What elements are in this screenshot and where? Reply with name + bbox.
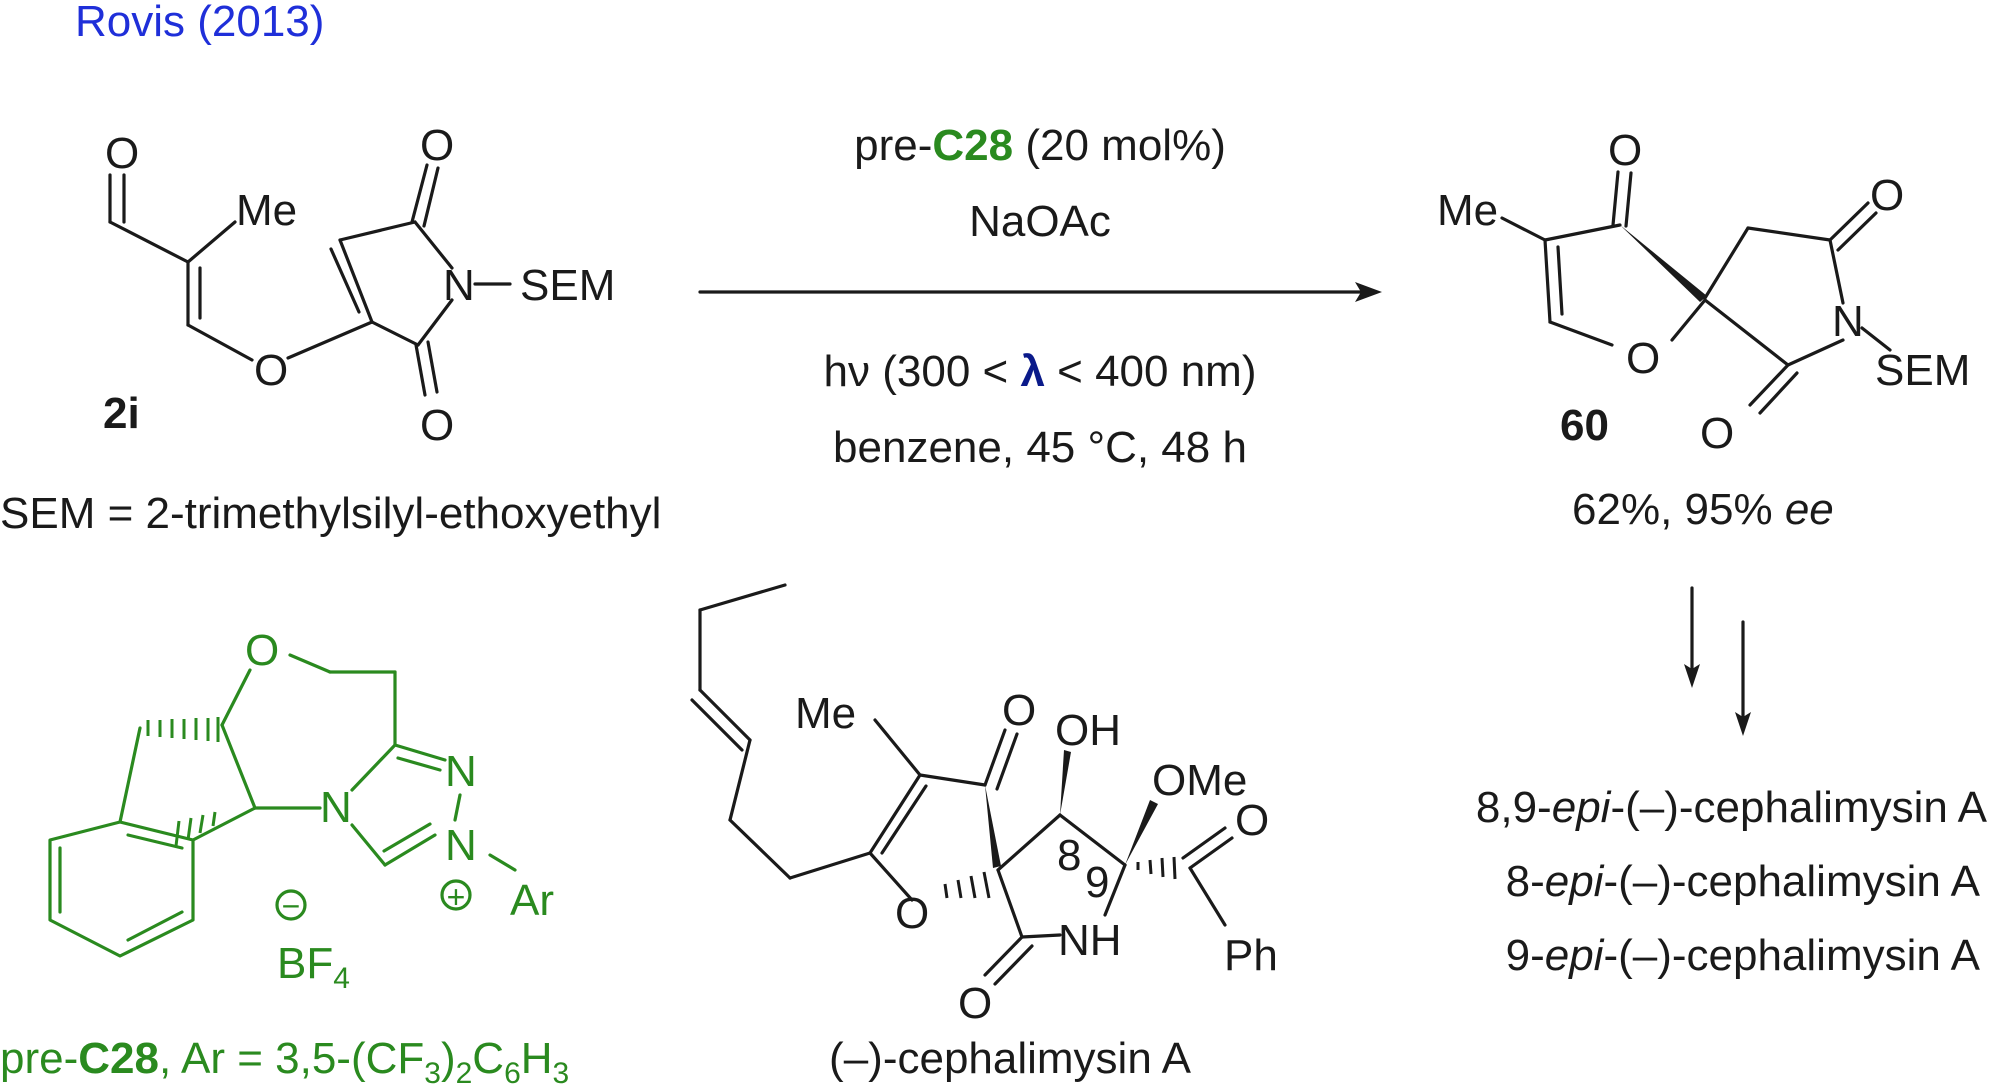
light-condition: hν (300 < λ < 400 nm): [824, 347, 1257, 396]
atom-o: O: [895, 889, 929, 938]
compound-label-2i: 2i: [103, 389, 140, 438]
sem-group: SEM: [1875, 346, 1970, 395]
catalyst-caption: pre-C28, Ar = 3,5-(CF3)2C6H3: [0, 1034, 569, 1089]
minus-sign: −: [282, 888, 301, 924]
hydroxyl-group: OH: [1055, 706, 1121, 755]
reagent-line: pre-C28 (20 mol%): [854, 121, 1226, 170]
atom-me: Me: [236, 186, 297, 235]
multi-step-arrows: [1684, 586, 1751, 736]
atom-me: Me: [1437, 186, 1498, 235]
substrate-2i-structure: [108, 163, 512, 397]
sem-definition: SEM = 2-trimethylsilyl-ethoxyethyl: [0, 489, 661, 538]
aryl-group: Ar: [510, 876, 554, 925]
atom-o: O: [420, 121, 454, 170]
natural-product-name: (–)-cephalimysin A: [829, 1034, 1192, 1083]
methoxy-group: OMe: [1152, 756, 1247, 805]
counterion-bf4: BF4: [277, 939, 350, 995]
catalyst-c28-structure: [48, 653, 517, 958]
yield-ee-text: 62%, 95% ee: [1572, 485, 1834, 534]
locant-9: 9: [1085, 858, 1109, 907]
target-8-epi: 8-epi-(–)-cephalimysin A: [1506, 857, 1981, 906]
atom-o: O: [1608, 126, 1642, 175]
atom-o: O: [1235, 796, 1269, 845]
plus-sign: +: [447, 879, 466, 915]
atom-o: O: [958, 979, 992, 1028]
atom-o: O: [1870, 171, 1904, 220]
amide-nh: NH: [1058, 916, 1122, 965]
locant-8: 8: [1057, 831, 1081, 880]
atom-n: N: [1832, 297, 1864, 346]
phenyl-group: Ph: [1224, 931, 1278, 980]
solvent-condition: benzene, 45 °C, 48 h: [833, 423, 1247, 472]
atom-n: N: [445, 747, 477, 796]
compound-label-60: 60: [1560, 401, 1609, 450]
additive-label: NaOAc: [969, 197, 1111, 246]
sem-group: SEM: [520, 261, 615, 310]
cephalimysin-a-structure: [690, 583, 1234, 986]
atom-o: O: [254, 346, 288, 395]
atom-o: O: [1626, 334, 1660, 383]
product-60-structure: [1500, 170, 1892, 415]
atom-o: O: [420, 401, 454, 450]
plus-charge-icon: [440, 879, 472, 911]
atom-o: O: [1002, 686, 1036, 735]
citation-label: Rovis (2013): [75, 0, 324, 46]
target-9-epi: 9-epi-(–)-cephalimysin A: [1506, 931, 1981, 980]
target-8-9-epi: 8,9-epi-(–)-cephalimysin A: [1476, 783, 1988, 832]
atom-o: O: [245, 626, 279, 675]
atom-n: N: [443, 261, 475, 310]
minus-charge-icon: [275, 889, 307, 921]
atom-n: N: [445, 821, 477, 870]
reaction-arrow: [698, 282, 1382, 302]
atom-o: O: [105, 129, 139, 178]
atom-me: Me: [795, 689, 856, 738]
atom-o: O: [1700, 409, 1734, 458]
atom-n: N: [320, 783, 352, 832]
